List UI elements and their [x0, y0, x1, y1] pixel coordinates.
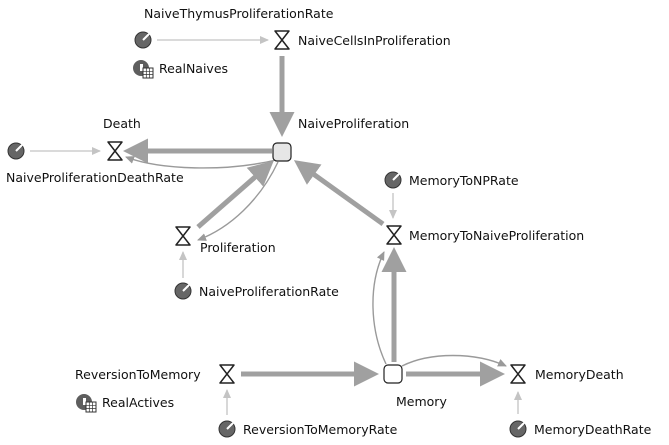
stock-naiveproliferation[interactable] [272, 142, 292, 162]
label-realactives: RealActives [102, 395, 174, 410]
param-naivethymusproliferationrate[interactable] [134, 31, 152, 49]
label-memorytonprate: MemoryToNPRate [409, 173, 519, 188]
hourglass-icon [274, 30, 290, 50]
label-naiveproliferationdeathrate: NaiveProliferationDeathRate [6, 170, 184, 185]
param-memorytonprate[interactable] [384, 171, 402, 189]
table-realnaives[interactable] [133, 60, 154, 79]
stock-box-icon [272, 142, 292, 162]
label-memorytonaiveproliferation: MemoryToNaiveProliferation [409, 228, 584, 243]
stock-box-icon [383, 364, 403, 384]
label-memorydeathrate: MemoryDeathRate [534, 422, 652, 437]
label-memory: Memory [396, 394, 447, 409]
link-naiveproliferation-to-death [125, 156, 277, 169]
label-naivecellsinproliferation: NaiveCellsInProliferation [298, 33, 451, 48]
label-naivethymusproliferationrate: NaiveThymusProliferationRate [144, 6, 334, 21]
link-memory-to-memorytonaive [372, 251, 387, 365]
link-naiveproliferation-to-proliferation [197, 161, 279, 241]
label-naiveproliferation: NaiveProliferation [298, 116, 409, 131]
flow-naivecellsinproliferation[interactable] [274, 30, 290, 50]
label-reversiontomemoryrate: ReversionToMemoryRate [243, 422, 398, 437]
influence-arrows [30, 36, 522, 415]
flow-memorydeath[interactable] [510, 364, 526, 384]
param-naiveproliferationrate[interactable] [174, 282, 192, 300]
label-memorydeath: MemoryDeath [535, 367, 624, 382]
flow-reversiontomemory[interactable] [219, 364, 235, 384]
stock-memory[interactable] [383, 364, 403, 384]
arrow-memorytonaive-to-naiveproliferation [293, 160, 385, 227]
link-memory-to-memorydeath [401, 354, 507, 367]
hourglass-icon [386, 225, 402, 245]
label-naiveproliferationrate: NaiveProliferationRate [199, 284, 339, 299]
flow-arrows [123, 56, 505, 387]
arrow-proliferation-to-naiveproliferation [196, 160, 274, 229]
hourglass-icon [510, 364, 526, 384]
label-realnaives: RealNaives [159, 61, 228, 76]
hourglass-icon [175, 226, 191, 246]
hourglass-icon [107, 141, 123, 161]
flow-death[interactable] [107, 141, 123, 161]
param-memorydeathrate[interactable] [509, 420, 527, 438]
flow-proliferation[interactable] [175, 226, 191, 246]
hourglass-icon [219, 364, 235, 384]
label-reversiontomemory: ReversionToMemory [75, 367, 201, 382]
label-death: Death [103, 116, 141, 131]
param-naiveproliferationdeathrate[interactable] [7, 142, 25, 160]
label-proliferation: Proliferation [200, 240, 276, 255]
param-reversiontomemoryrate[interactable] [218, 420, 236, 438]
table-realactives[interactable] [76, 394, 97, 413]
labels: NaiveThymusProliferationRate NaiveCellsI… [6, 6, 652, 437]
flow-memorytonaiveproliferation[interactable] [386, 225, 402, 245]
